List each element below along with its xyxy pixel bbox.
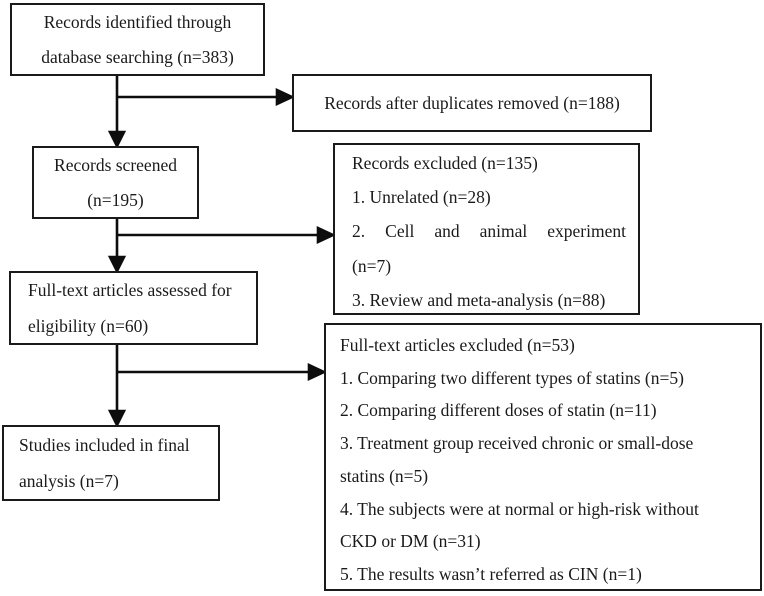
arrow-screened-to-assessed-head [107,255,127,274]
box-records-screened-line-1: Records screened [54,154,177,175]
box-records-excluded-item-2: 2. Cell and animal experiment [352,221,626,242]
arrow-assessed-to-included-head [107,409,127,428]
box-records-screened: Records screened (n=195) [32,146,199,219]
box-studies-included: Studies included in final analysis (n=7) [2,425,220,501]
arrow-to-duplicates-head [275,87,296,107]
arrow-to-fulltext-excluded-head [307,362,328,382]
box-studies-included-line-2: analysis (n=7) [19,471,119,491]
box-duplicates-removed-line-1: Records after duplicates removed (n=188) [324,93,620,113]
box-fulltext-excluded: Full-text articles excluded (n=53) 1. Co… [324,323,762,591]
box-fulltext-excluded-item-5: 5. The results wasn’t referred as CIN (n… [340,563,642,584]
box-records-identified-line-2: database searching (n=383) [41,46,234,67]
arrow-to-records-excluded-head [316,225,337,245]
box-records-screened-line-2: (n=195) [87,189,144,210]
box-fulltext-assessed: Full-text articles assessed for eligibil… [9,271,258,345]
box-studies-included-line-1: Studies included in final [19,435,190,455]
box-records-excluded-item-1: 1. Unrelated (n=28) [352,187,491,208]
box-fulltext-excluded-item-1: 1. Comparing two different types of stat… [340,367,684,388]
box-fulltext-excluded-title: Full-text articles excluded (n=53) [340,335,575,355]
box-fulltext-excluded-item-3-cont: statins (n=5) [340,465,429,486]
box-fulltext-excluded-item-2: 2. Comparing different doses of statin (… [340,400,657,421]
box-records-identified: Records identified through database sear… [10,3,265,76]
box-records-excluded-title: Records excluded (n=135) [352,153,538,173]
box-records-excluded: Records excluded (n=135) 1. Unrelated (n… [333,143,640,315]
box-fulltext-assessed-line-2: eligibility (n=60) [28,316,149,336]
box-duplicates-removed: Records after duplicates removed (n=188) [292,74,652,132]
box-records-excluded-item-3: 3. Review and meta-analysis (n=88) [352,289,606,310]
box-records-identified-line-1: Records identified through [43,11,232,32]
box-records-excluded-item-2-cont: (n=7) [352,255,392,276]
box-fulltext-excluded-item-4: 4. The subjects were at normal or high-r… [340,498,699,519]
box-fulltext-assessed-line-1: Full-text articles assessed for [28,280,232,300]
box-fulltext-excluded-item-4-cont: CKD or DM (n=31) [340,531,481,552]
arrow-identified-to-screened-head [107,130,127,149]
box-fulltext-excluded-item-3: 3. Treatment group received chronic or s… [340,433,694,454]
